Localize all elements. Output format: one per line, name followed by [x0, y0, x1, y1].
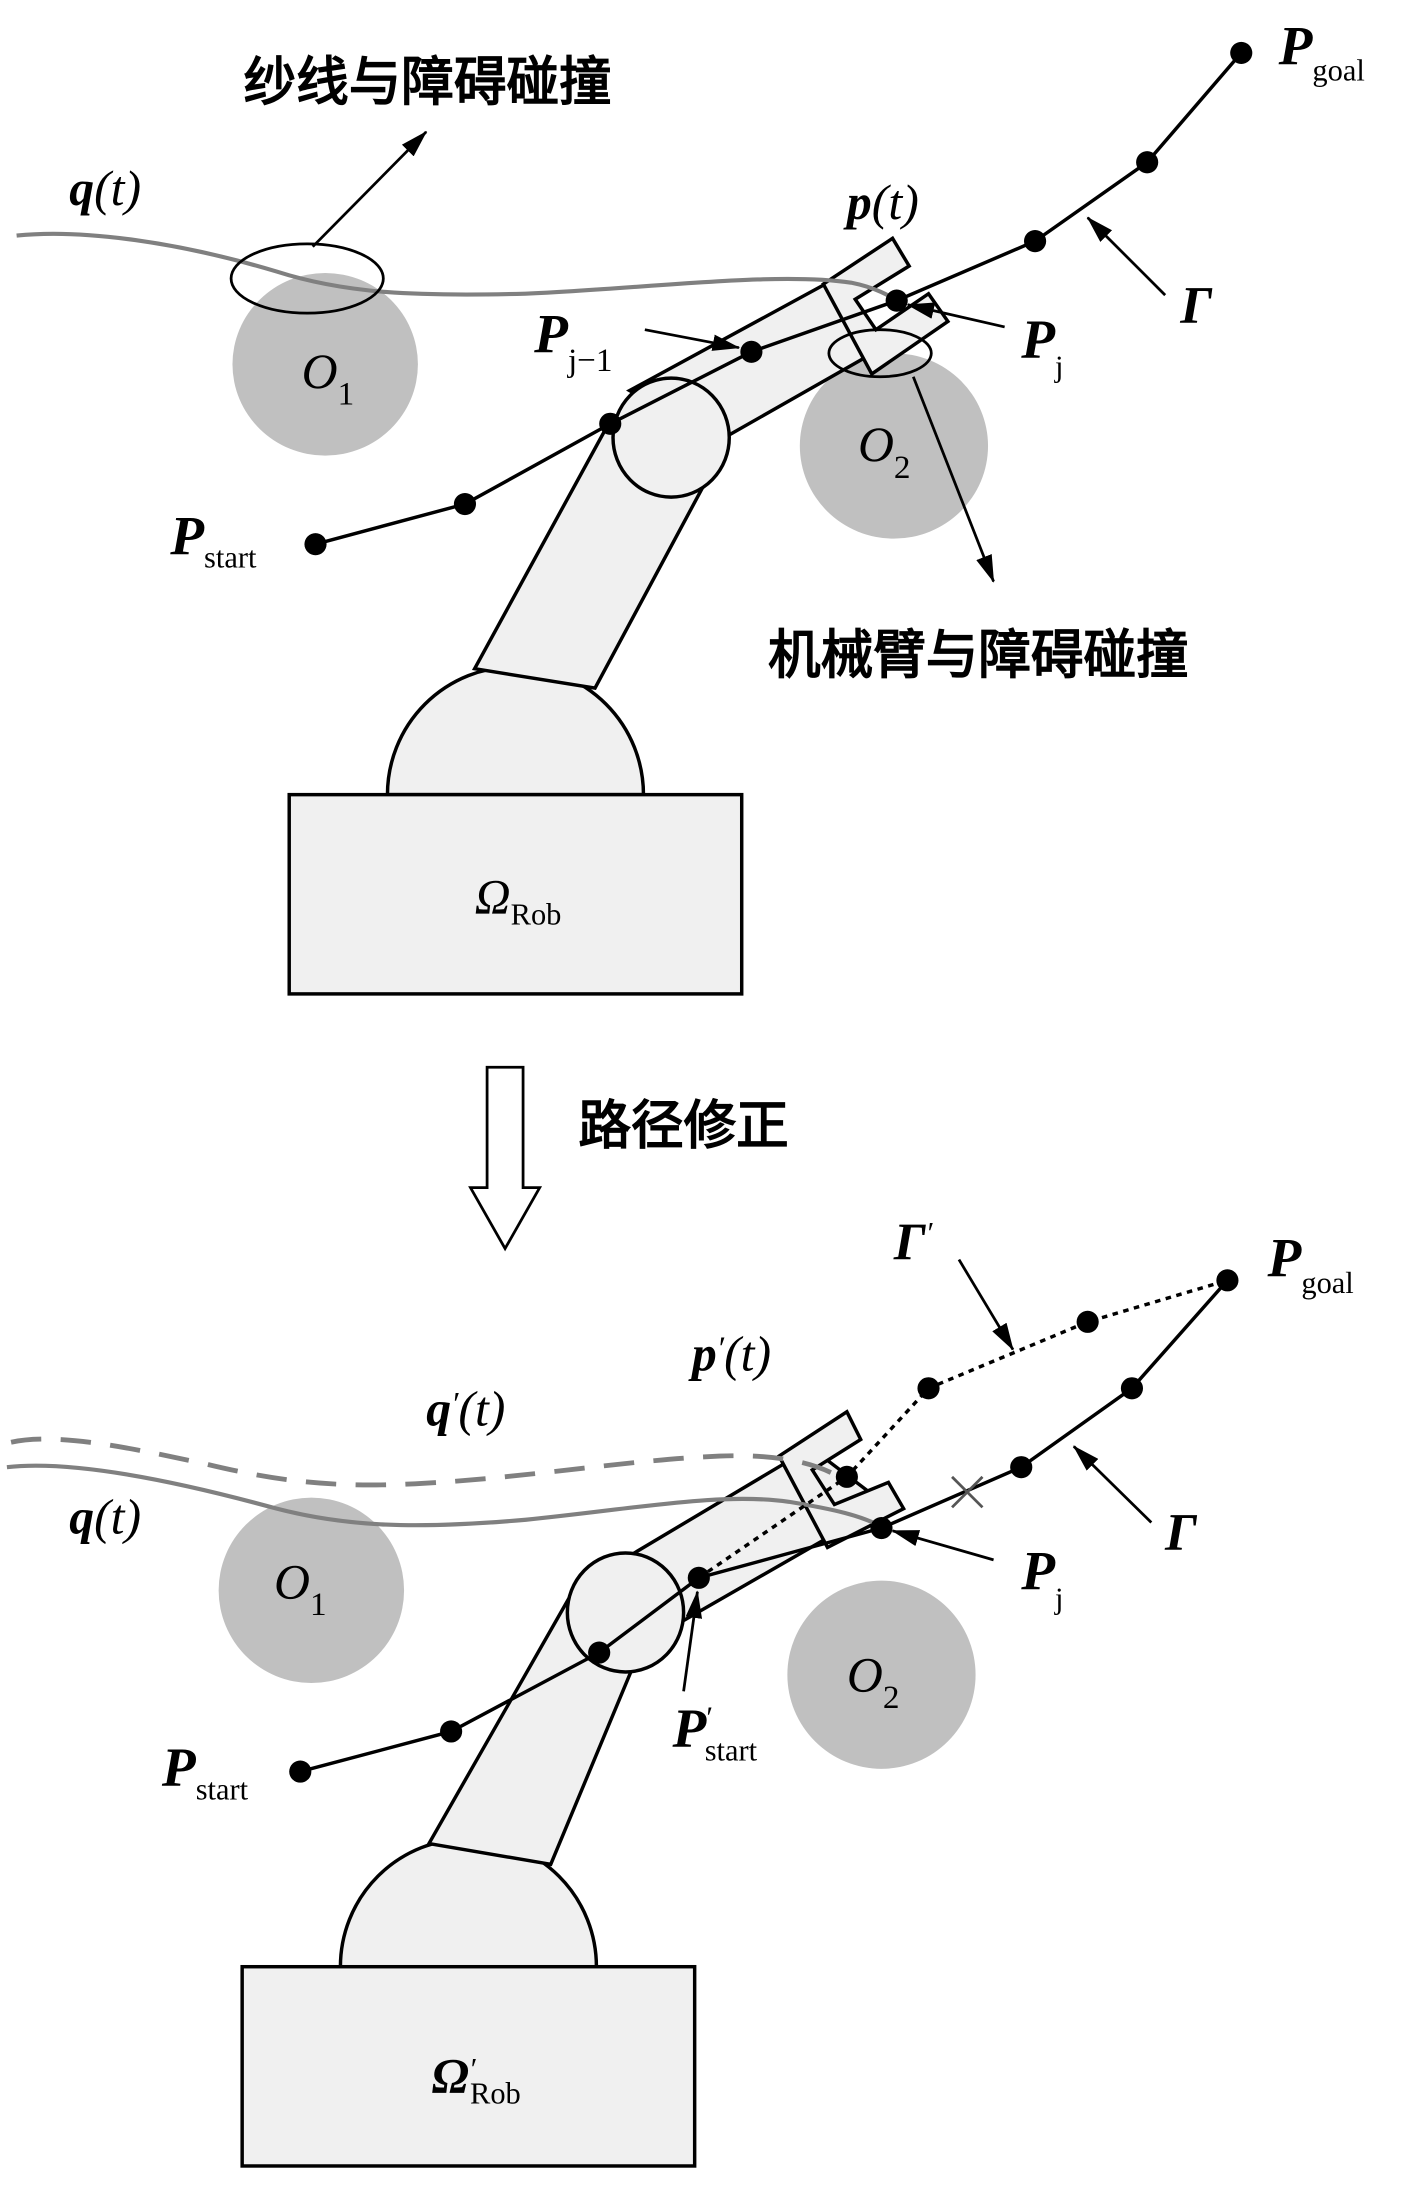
waypoint-pstart — [304, 533, 327, 556]
arrow-pj — [891, 1529, 994, 1562]
robot-joint — [611, 376, 731, 499]
waypoint — [599, 412, 622, 435]
yarn-curve-q — [16, 231, 901, 304]
label-pstart-prime: P′start — [672, 1698, 758, 1768]
waypoint-pgoal — [1230, 41, 1253, 65]
transition: 路径修正 — [468, 1065, 789, 1252]
label-robot: ΩRob — [475, 870, 562, 932]
waypoint-pj-1 — [740, 340, 763, 363]
label-p-prime-t: p′(t) — [688, 1326, 771, 1381]
path-waypoints — [304, 41, 1253, 556]
label-o1: O1 — [302, 344, 355, 413]
waypoint-pgoal — [1216, 1269, 1239, 1292]
bottom-panel: q(t) q′(t) p′(t) O1 O2 Pstart P′start Pg… — [6, 1214, 1354, 2168]
robot-base-dome — [385, 664, 646, 797]
robot-joint — [565, 1551, 686, 1674]
waypoint — [1120, 1377, 1144, 1400]
yarn-curve-q — [6, 1463, 887, 1532]
invalid-segment-cross-icon — [951, 1475, 984, 1509]
label-o1: O1 — [274, 1555, 327, 1624]
label-pj: Pj — [1020, 308, 1063, 383]
robot-base-dome — [338, 1837, 599, 1969]
label-pstart: Pstart — [161, 1736, 249, 1806]
obstacle-o2 — [799, 353, 989, 539]
arrow-pj — [906, 302, 1005, 329]
arm-collision-ellipse — [827, 328, 933, 379]
label-p-t: p(t) — [843, 175, 919, 230]
robot-base-box — [240, 1964, 697, 2168]
arrow-pstart-prime — [682, 1590, 703, 1692]
waypoint-pj — [870, 1516, 893, 1540]
arrow-yarn-collision — [311, 130, 428, 248]
label-q-t: q(t) — [69, 161, 141, 216]
waypoint-new — [1076, 1310, 1099, 1333]
arrow-gamma — [1086, 216, 1167, 297]
waypoint — [1010, 1456, 1033, 1479]
yarn-collision-ellipse — [229, 242, 385, 315]
label-pj: Pj — [1020, 1540, 1063, 1615]
waypoint — [453, 492, 477, 516]
path-gamma — [315, 51, 1243, 546]
obstacle-o1 — [218, 1497, 405, 1684]
label-robot: Ω′Rob — [432, 2049, 521, 2111]
waypoint-pstart — [289, 1760, 312, 1783]
path-correction-label: 路径修正 — [578, 1095, 788, 1156]
robot-base-box — [287, 792, 744, 996]
label-gamma: Γ — [1164, 1504, 1197, 1562]
label-pstart: Pstart — [169, 505, 257, 575]
label-gamma-prime: Γ′ — [893, 1214, 934, 1272]
path-waypoints — [289, 1269, 1239, 1783]
waypoint — [588, 1641, 611, 1664]
top-panel: 纱线与障碍碰撞 机械臂与障碍碰撞 q(t) p(t) O1 O2 Pstart … — [16, 15, 1365, 996]
waypoint-pstart-prime — [687, 1566, 710, 1589]
arrow-pj-1 — [644, 328, 741, 351]
arrow-gamma — [1072, 1445, 1153, 1524]
label-o2: O2 — [847, 1647, 900, 1716]
waypoint-new — [835, 1465, 858, 1488]
label-pgoal: Pgoal — [1278, 15, 1365, 88]
arrow-gamma-prime — [957, 1258, 1015, 1351]
label-gamma: Γ — [1179, 277, 1212, 335]
label-pj-1: Pj−1 — [533, 303, 612, 379]
obstacle-o1 — [232, 272, 418, 456]
yarn-collision-label: 纱线与障碍碰撞 — [244, 52, 612, 113]
arm-collision-label: 机械臂与障碍碰撞 — [768, 625, 1189, 686]
waypoint — [1024, 230, 1047, 253]
path-gamma — [299, 1279, 1229, 1774]
yarn-curve-q-prime — [10, 1436, 843, 1488]
label-o2: O2 — [858, 417, 911, 486]
label-q-t: q(t) — [69, 1490, 141, 1545]
waypoint — [1136, 151, 1159, 174]
hollow-down-arrow — [468, 1065, 543, 1252]
label-q-prime-t: q′(t) — [426, 1382, 505, 1437]
obstacle-o2 — [787, 1580, 976, 1769]
waypoint-pj — [885, 289, 908, 312]
waypoint — [440, 1720, 463, 1743]
arrow-arm-collision — [912, 376, 995, 583]
waypoint-new — [917, 1377, 940, 1400]
label-pgoal: Pgoal — [1267, 1227, 1354, 1300]
